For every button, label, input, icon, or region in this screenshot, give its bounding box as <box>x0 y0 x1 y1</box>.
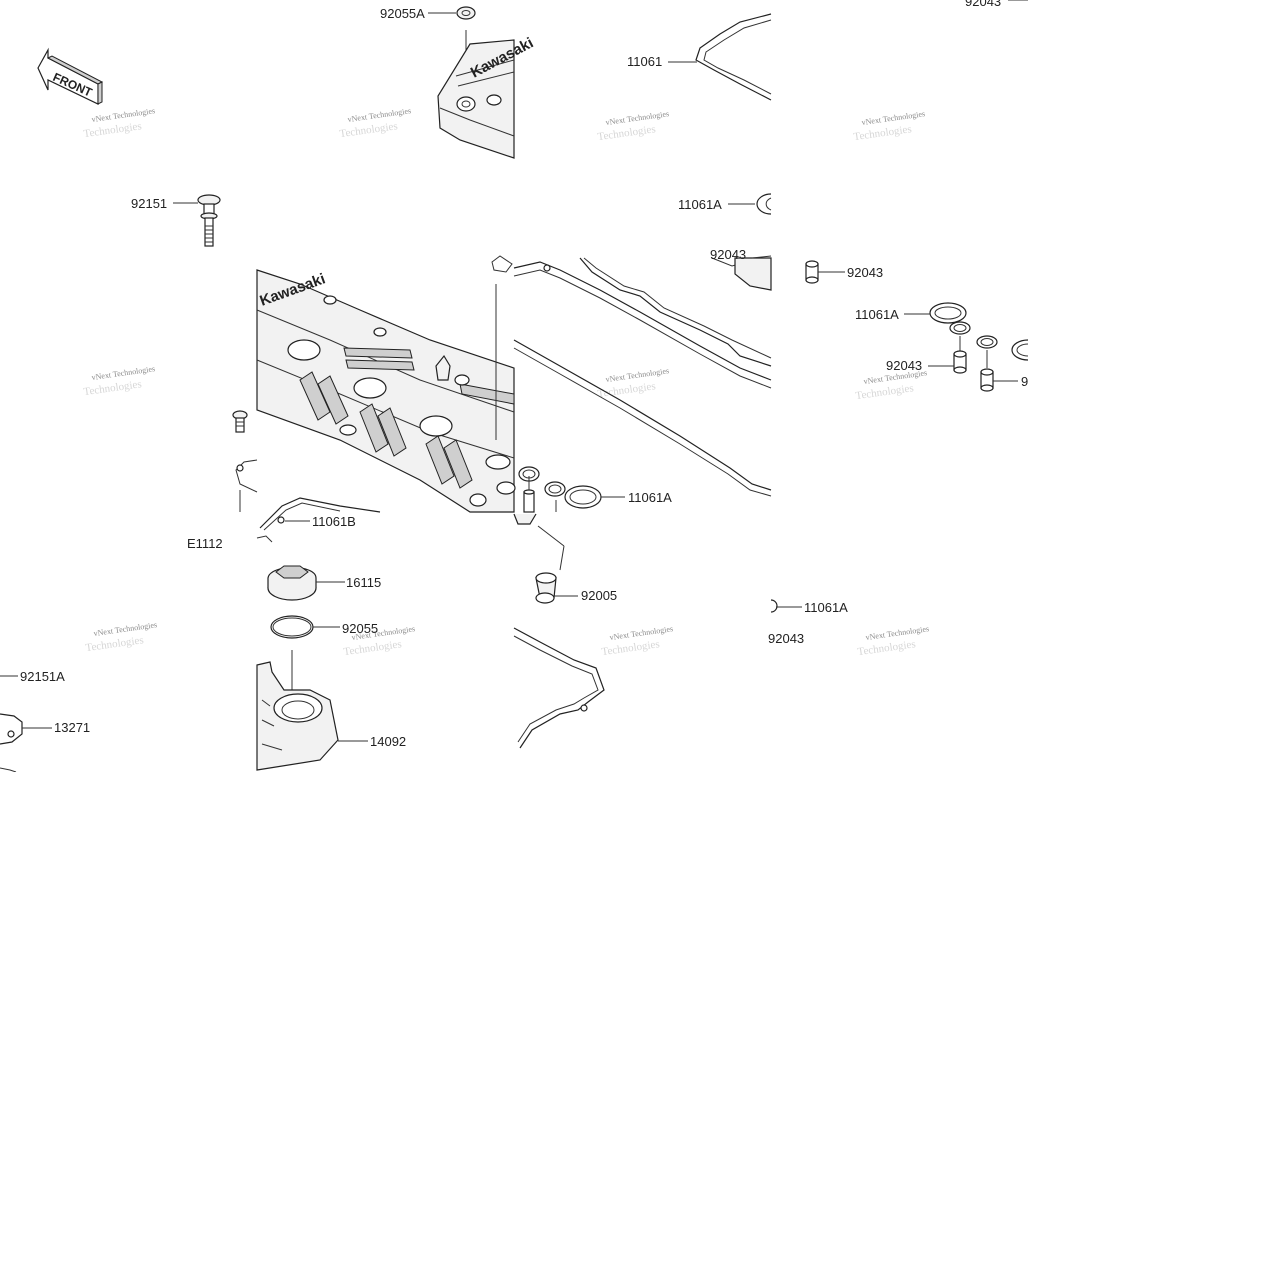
gasket-lower-fragment <box>513 627 605 749</box>
label-11061A-d: 11061A <box>804 600 848 615</box>
label-16115: 16115 <box>346 575 381 590</box>
label-92151A: 92151A <box>20 669 65 684</box>
front-arrow-icon: FRONT <box>37 47 104 105</box>
label-11061A-c: 11061A <box>628 490 672 505</box>
label-92043-b: 92043 <box>710 247 746 262</box>
watermark: Technologies vNext Technologies <box>83 364 156 398</box>
right-lower-fragment <box>770 599 802 613</box>
svg-text:vNext Technologies: vNext Technologies <box>861 109 926 127</box>
svg-text:vNext Technologies: vNext Technologies <box>91 106 156 124</box>
label-11061A-a: 11061A <box>678 197 722 212</box>
watermark: Technologies vNext Technologies <box>85 620 158 654</box>
svg-text:vNext Technologies: vNext Technologies <box>93 620 158 638</box>
watermark: Technologies vNext Technologies <box>597 366 670 400</box>
label-92043-e: 92043 <box>768 631 804 646</box>
label-9-cut: 9 <box>1021 374 1028 389</box>
svg-text:vNext Technologies: vNext Technologies <box>605 366 670 384</box>
label-92151: 92151 <box>131 196 167 211</box>
oil-filler-cap-16115 <box>267 565 345 601</box>
cover-fragment-top <box>437 39 515 159</box>
part-labels: 92055A 92043 11061 92151 11061A 92043 92… <box>20 0 1028 749</box>
watermark: Technologies vNext Technologies <box>855 368 928 402</box>
left-edge-parts <box>0 675 52 773</box>
right-parts <box>805 260 1029 392</box>
svg-text:vNext Technologies: vNext Technologies <box>609 624 674 642</box>
gasket-11061-fragment <box>695 13 772 101</box>
o-ring-92055 <box>270 615 340 712</box>
label-92043-d: 92043 <box>886 358 922 373</box>
bolt-small-left <box>232 410 258 512</box>
svg-text:vNext Technologies: vNext Technologies <box>865 624 930 642</box>
watermark: Technologies vNext Technologies <box>601 624 674 658</box>
main-gasket-center <box>513 257 772 497</box>
watermark: Technologies vNext Technologies <box>339 106 412 140</box>
label-14092: 14092 <box>370 734 406 749</box>
label-92005: 92005 <box>581 588 617 603</box>
seal-set-center <box>513 466 625 525</box>
svg-text:vNext Technologies: vNext Technologies <box>605 109 670 127</box>
label-11061B: 11061B <box>312 514 356 529</box>
tile-top-right <box>668 13 772 291</box>
watermark: Technologies vNext Technologies <box>853 109 926 143</box>
watermark: Technologies vNext Technologies <box>597 109 670 143</box>
label-13271: 13271 <box>54 720 90 735</box>
svg-text:vNext Technologies: vNext Technologies <box>91 364 156 382</box>
label-92055A: 92055A <box>380 6 425 21</box>
gasket-lower-center-fragment <box>256 497 381 543</box>
watermark: Technologies vNext Technologies <box>857 624 930 658</box>
label-E1112: E1112 <box>187 536 223 551</box>
svg-text:vNext Technologies: vNext Technologies <box>347 106 412 124</box>
label-92055: 92055 <box>342 621 378 636</box>
filler-neck-14092 <box>256 661 368 771</box>
grommet-92005 <box>535 525 578 604</box>
label-92043-c: 92043 <box>847 265 883 280</box>
label-92043-top: 92043 <box>965 0 1001 9</box>
cap-nut-92055A <box>456 6 476 20</box>
bolt-92151 <box>173 194 221 247</box>
watermark: Technologies vNext Technologies <box>83 106 156 140</box>
tile-top-center: Kawasaki <box>428 6 536 159</box>
label-11061-top: 11061 <box>627 54 662 69</box>
cylinder-head-cover: Kawasaki <box>256 255 516 513</box>
label-11061A-b: 11061A <box>855 307 899 322</box>
